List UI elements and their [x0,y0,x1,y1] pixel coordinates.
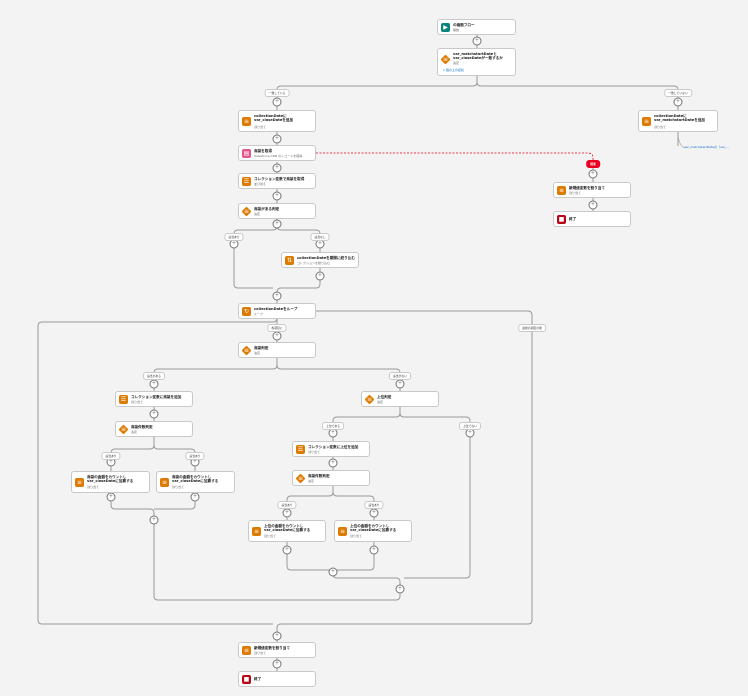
add-element-button[interactable]: + [395,584,405,594]
add-element-button[interactable]: + [328,567,338,577]
assignment-icon: ≡ [242,646,251,655]
assign-collection-startdate[interactable]: ≡ collectionDateに var_matchstartDateを追加 … [638,110,718,132]
assignment-icon: ≡ [642,117,651,126]
outcome-label-no: 該当あり [185,452,205,460]
outcome-label-no: 該当がない [389,372,411,380]
collection-icon: ☰ [119,395,128,404]
add-element-button[interactable]: + [315,271,325,281]
end-node-fault[interactable]: ■ 終了 [553,211,631,227]
add-element-button[interactable]: + [369,508,379,518]
add-element-button[interactable]: + [588,169,598,179]
fault-label: 障害 [586,160,600,168]
add-element-button[interactable]: + [106,492,116,502]
add-element-button[interactable]: + [369,545,379,555]
start-node[interactable]: ▶ の画面フロー 開始 [437,19,516,35]
outcome-label-not-upper: 上位でない [459,422,481,430]
add-element-button[interactable]: + [272,631,282,641]
assignment-icon: ≡ [75,478,84,487]
decision-icon: ≡ [120,426,127,433]
decision-upper-count[interactable]: ≡ 商談件数判定 決定 [292,470,370,486]
assign-opportunity-amount-a[interactable]: ≡ 商談の金額をカウントし var_closeDateに加算する 割り当て [71,471,150,493]
play-icon: ▶ [441,23,450,32]
add-element-button[interactable]: + [272,97,282,107]
add-element-button[interactable]: + [272,163,282,173]
add-element-button[interactable]: + [149,379,159,389]
outcome-label-upper: 上位である [322,422,344,430]
decision-icon: ≡ [297,475,304,482]
assign-upper-amount-d[interactable]: ≡ 上位の金額をカウントし var_closeDateに加算する 割り当て [334,520,412,542]
loop-label-each: 各項目に [267,324,287,332]
add-element-button[interactable]: + [272,331,282,341]
filter-icon: ⇅ [285,256,294,265]
crm-icon: ▤ [242,149,251,158]
end-node[interactable]: ■ 終了 [238,671,316,687]
add-element-button[interactable]: + [272,134,282,144]
assignment-icon: ≡ [160,478,169,487]
collection-add-upper[interactable]: ☰ コレクション変数に上位を追加 割り当て [292,441,370,457]
assign-new-value-fault[interactable]: ≡ 新規値変数を割り当て 割り当て [553,182,631,198]
collection-icon: ☰ [242,177,251,186]
connector-note: var_matchstartDateの（var_... [684,145,730,149]
loop-icon: ↻ [242,307,251,316]
decision-icon: ≡ [366,396,373,403]
collection-filter[interactable]: ⇅ collectionDateを期間に絞り込む コレクションを絞り込む [281,252,359,268]
add-element-button[interactable]: + [395,379,405,389]
assignment-icon: ≡ [557,186,566,195]
get-records-opportunity[interactable]: ▤ 商談を取得 Salesforce CRM のレコードを取得 [238,145,316,161]
outcome-label-no: 該当あり [364,501,384,509]
add-element-button[interactable]: + [149,515,159,525]
loop-collection[interactable]: ↻ collectionDateをループ ループ [238,303,316,319]
add-element-button[interactable]: + [673,97,683,107]
add-element-button[interactable]: + [328,458,338,468]
assignment-icon: ≡ [252,527,261,536]
decision-opportunity[interactable]: ≡ 商談判定 決定 [238,342,316,358]
outcome-label-yes: 該当あり [101,452,121,460]
collection-add-opportunity[interactable]: ☰ コレクション変数に商談を追加 割り当て [115,391,193,407]
add-element-button[interactable]: + [149,409,159,419]
add-element-button[interactable]: + [282,508,292,518]
add-element-button[interactable]: + [272,219,282,229]
assign-collection-closedate[interactable]: ≡ collectionDateにvar_closeDateを追加 割り当て [238,110,316,132]
stop-icon: ■ [242,675,251,684]
decision-has-opportunity[interactable]: ≡ 商談がある判定 決定 [238,203,316,219]
outcome-label-match: 一致している [264,89,290,97]
assign-upper-amount-c[interactable]: ≡ 上位の金額をカウントし var_closeDateに加算する 割り当て [248,520,326,542]
assignment-icon: ≡ [242,117,251,126]
decision-icon: ≡ [442,56,449,63]
decision-opportunity-count[interactable]: ≡ 商談件数判定 決定 [115,421,193,437]
decision-upper[interactable]: ≡ 上位判定 決定 [361,391,439,407]
outcome-label-yes: 該当あり [224,233,244,241]
add-element-button[interactable]: + [272,191,282,201]
add-element-button[interactable]: + [272,659,282,669]
assign-new-value[interactable]: ≡ 新規値変数を割り当て 割り当て [238,642,316,658]
decision-icon: ≡ [243,208,250,215]
add-element-button[interactable]: + [472,36,482,46]
add-element-button[interactable]: + [190,492,200,502]
add-element-button[interactable]: + [272,291,282,301]
assignment-icon: ≡ [338,527,347,536]
outcome-label-yes: 該当あり [277,501,297,509]
collection-icon: ☰ [296,445,305,454]
collection-sort[interactable]: ☰ コレクション変数で商談を取得 並び替え [238,173,316,189]
assign-opportunity-amount-b[interactable]: ≡ 商談の金額をカウントし var_closeDateに加算する 割り当て [156,471,235,493]
outcome-label-nomatch: 一致していない [664,89,692,97]
decision-icon: ≡ [243,347,250,354]
outcome-label-no: 該当なし [310,233,330,241]
decision-match-date[interactable]: ≡ var_matchstartDateと var_closeDateが一致する… [437,48,516,76]
outcome-label-yes: 該当がある [143,372,165,380]
add-element-button[interactable]: + [282,545,292,555]
loop-label-after-last: 最後の項目の後 [518,324,546,332]
add-element-button[interactable]: + [588,200,598,210]
stop-icon: ■ [557,215,566,224]
